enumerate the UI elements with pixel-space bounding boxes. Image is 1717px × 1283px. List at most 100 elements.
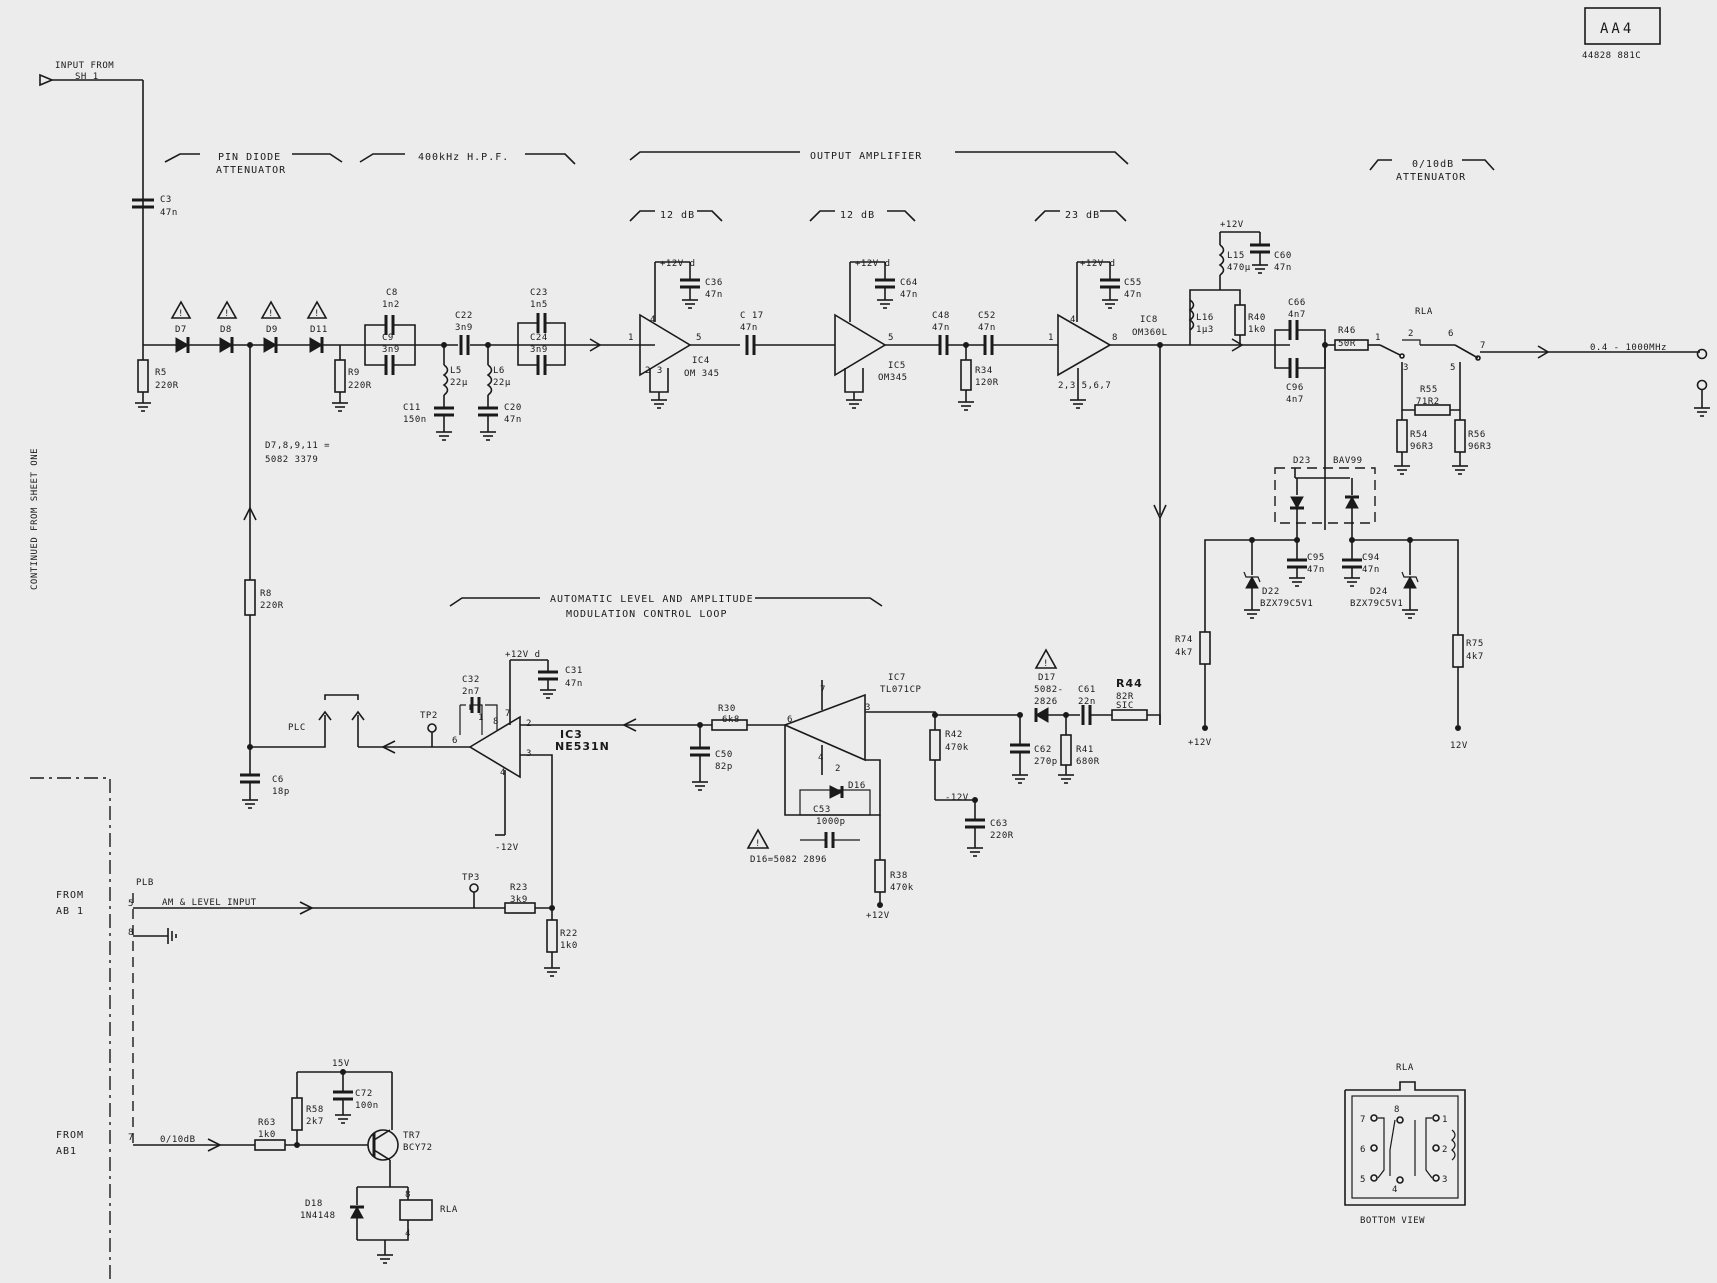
svg-text:!: ! — [314, 309, 320, 319]
svg-text:4: 4 — [500, 768, 506, 778]
svg-text:7: 7 — [505, 709, 511, 719]
svg-text:2: 2 — [526, 719, 532, 729]
svg-text:IC5: IC5 — [888, 361, 906, 371]
svg-text:3: 3 — [526, 749, 532, 759]
svg-text:4: 4 — [1070, 315, 1076, 325]
svg-text:TR7: TR7 — [403, 1131, 421, 1141]
svg-text:PLB: PLB — [136, 878, 154, 888]
relay-bottom-view: RLA 7 8 1 6 2 5 4 3 BOTTOM VIEW — [1344, 1063, 1466, 1226]
svg-text:R34: R34 — [975, 366, 993, 376]
svg-text:4: 4 — [1392, 1185, 1398, 1195]
svg-text:C95: C95 — [1307, 553, 1325, 563]
svg-text:C 17: C 17 — [740, 311, 764, 321]
svg-text:!: ! — [755, 839, 761, 849]
svg-text:3n9: 3n9 — [455, 323, 473, 333]
svg-text:1μ3: 1μ3 — [1196, 325, 1214, 335]
svg-text:BAV99: BAV99 — [1333, 456, 1363, 466]
svg-text:+12V: +12V — [1220, 220, 1244, 230]
svg-text:C72: C72 — [355, 1089, 373, 1099]
svg-text:5: 5 — [888, 333, 894, 343]
svg-text:C62: C62 — [1034, 745, 1052, 755]
svg-text:R42: R42 — [945, 730, 963, 740]
svg-text:OM 345: OM 345 — [684, 369, 720, 379]
svg-text:C8: C8 — [386, 288, 398, 298]
sheet-id-box — [1584, 7, 1661, 45]
ic5-amplifier-icon — [834, 313, 887, 377]
svg-text:R74: R74 — [1175, 635, 1193, 645]
svg-text:R54: R54 — [1410, 430, 1428, 440]
output-label: 0.4 - 1000MHz — [1590, 343, 1667, 353]
svg-text:47n: 47n — [900, 290, 918, 300]
svg-text:96R3: 96R3 — [1468, 442, 1492, 452]
svg-text:D9: D9 — [266, 325, 278, 335]
svg-text:15V: 15V — [332, 1059, 350, 1069]
svg-text:47n: 47n — [504, 415, 522, 425]
svg-text:C52: C52 — [978, 311, 996, 321]
svg-text:1: 1 — [1442, 1115, 1448, 1125]
svg-text:6: 6 — [1448, 329, 1454, 339]
svg-text:PLC: PLC — [288, 723, 306, 733]
svg-text:120R: 120R — [975, 378, 999, 388]
svg-text:47n: 47n — [978, 323, 996, 333]
svg-text:D8: D8 — [220, 325, 232, 335]
svg-text:BCY72: BCY72 — [403, 1143, 433, 1153]
svg-text:4n7: 4n7 — [1286, 395, 1304, 405]
ic4-amplifier-icon — [639, 313, 692, 377]
svg-text:C23: C23 — [530, 288, 548, 298]
svg-text:+12V: +12V — [1188, 738, 1212, 748]
input-label-1: INPUT FROM — [55, 61, 114, 71]
svg-text:82R: 82R — [1116, 692, 1134, 702]
svg-text:C32: C32 — [462, 675, 480, 685]
svg-text:D16: D16 — [848, 781, 866, 791]
svg-text:2: 2 — [1408, 329, 1414, 339]
svg-text:C96: C96 — [1286, 383, 1304, 393]
svg-text:IC3: IC3 — [560, 728, 583, 741]
tr7-transistor-icon — [367, 1129, 399, 1161]
svg-text:D11: D11 — [310, 325, 328, 335]
svg-text:4: 4 — [650, 315, 656, 325]
svg-text:D16=5082 2896: D16=5082 2896 — [750, 855, 827, 865]
svg-text:5082-: 5082- — [1034, 685, 1064, 695]
svg-text:BZX79C5V1: BZX79C5V1 — [1260, 599, 1313, 609]
svg-text:D18: D18 — [305, 1199, 323, 1209]
svg-text:2,3 5,6,7: 2,3 5,6,7 — [1058, 381, 1111, 391]
svg-text:!: ! — [1043, 659, 1049, 669]
svg-text:5: 5 — [128, 899, 134, 909]
svg-text:D22: D22 — [1262, 587, 1280, 597]
svg-text:4k7: 4k7 — [1466, 652, 1484, 662]
svg-text:50R: 50R — [1338, 339, 1356, 349]
svg-text:22μ: 22μ — [493, 378, 511, 388]
svg-text:D17: D17 — [1038, 673, 1056, 683]
svg-text:2826: 2826 — [1034, 697, 1058, 707]
svg-text:82p: 82p — [715, 762, 733, 772]
svg-text:470k: 470k — [945, 743, 969, 753]
svg-text:12V: 12V — [1450, 741, 1468, 751]
svg-text:R40: R40 — [1248, 313, 1266, 323]
svg-text:R58: R58 — [306, 1105, 324, 1115]
svg-text:C94: C94 — [1362, 553, 1380, 563]
svg-text:5: 5 — [696, 333, 702, 343]
svg-text:!: ! — [178, 309, 184, 319]
svg-text:C66: C66 — [1288, 298, 1306, 308]
section-pin-diode-2: ATTENUATOR — [216, 165, 286, 176]
input-connector-icon — [39, 73, 55, 87]
svg-text:1: 1 — [1375, 333, 1381, 343]
svg-text:C24: C24 — [530, 333, 548, 343]
svg-text:7: 7 — [1360, 1115, 1366, 1125]
svg-text:2k7: 2k7 — [306, 1117, 324, 1127]
pin-diode-d11: ! D11 — [306, 300, 328, 353]
svg-text:47n: 47n — [740, 323, 758, 333]
pin-diode-d8: ! D8 — [216, 300, 238, 353]
svg-text:470k: 470k — [890, 883, 914, 893]
svg-text:C60: C60 — [1274, 251, 1292, 261]
svg-text:470μ: 470μ — [1227, 263, 1251, 273]
svg-text:8: 8 — [1112, 333, 1118, 343]
svg-text:270p: 270p — [1034, 757, 1058, 767]
svg-text:C64: C64 — [900, 278, 918, 288]
sheet-number: 44828 881C — [1582, 51, 1641, 61]
svg-text:3n9: 3n9 — [530, 345, 548, 355]
svg-text:6k8: 6k8 — [722, 715, 740, 725]
svg-text:22μ: 22μ — [450, 378, 468, 388]
svg-text:7: 7 — [128, 1133, 134, 1143]
